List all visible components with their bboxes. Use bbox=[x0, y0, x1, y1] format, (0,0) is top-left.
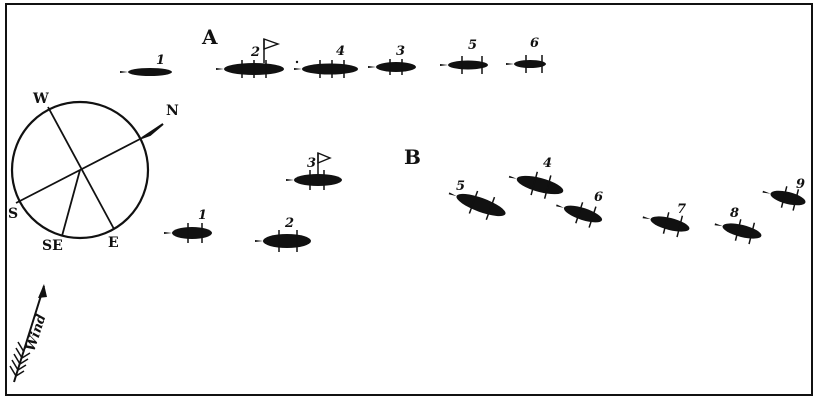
ship-b-9-number: 9 bbox=[796, 177, 805, 192]
compass-line-se bbox=[61, 169, 81, 237]
compass-label-w: W bbox=[32, 91, 49, 107]
fleet-b-label: B bbox=[404, 145, 421, 169]
ship-a-2-number: 2 bbox=[250, 45, 260, 60]
ship-b-3: 3 bbox=[286, 151, 342, 190]
wind-arrow-fletching-icon bbox=[9, 341, 31, 377]
ship-a-1-number: 1 bbox=[156, 53, 165, 68]
compass-circle bbox=[10, 100, 150, 240]
wind-label: Wind bbox=[24, 313, 50, 354]
wind-arrow: Wind bbox=[9, 284, 50, 383]
ship-a-3-number: 3 bbox=[396, 44, 405, 59]
compass-label-s: S bbox=[8, 206, 18, 222]
compass-label-e: E bbox=[108, 235, 119, 251]
north-arrow-icon bbox=[141, 123, 164, 139]
ship-b-6-number: 6 bbox=[594, 190, 603, 205]
ship-b-9 bbox=[762, 186, 806, 211]
ship-b-8 bbox=[714, 219, 762, 245]
ship-b-4 bbox=[508, 171, 564, 199]
ship-b-1-number: 1 bbox=[198, 208, 207, 223]
ship-a-4: 4 bbox=[294, 44, 358, 78]
dot-marker bbox=[295, 60, 299, 64]
ship-b-2: 2 bbox=[255, 216, 311, 252]
ship-b-7-number: 7 bbox=[677, 202, 686, 217]
compass-label-n: N bbox=[166, 103, 179, 119]
ship-a-3: 3 bbox=[368, 44, 416, 75]
ship-a-5-number: 5 bbox=[468, 38, 477, 53]
wind-arrow-shaft bbox=[13, 285, 45, 383]
ship-b-5-number: 5 bbox=[456, 179, 465, 194]
ship-a-6: 6 bbox=[506, 36, 546, 73]
ship-a-5: 5 bbox=[440, 38, 488, 74]
compass-rose: W N S SE E bbox=[8, 91, 179, 254]
compass-label-se: SE bbox=[42, 238, 63, 254]
ship-a-1: 1 bbox=[120, 53, 172, 76]
ship-b-3-number: 3 bbox=[307, 156, 316, 171]
ship-b-8-number: 8 bbox=[730, 206, 739, 221]
ship-a-4-number: 4 bbox=[336, 44, 345, 59]
fleet-a: 1 2 4 3 bbox=[120, 36, 546, 78]
ship-b-5 bbox=[448, 190, 506, 220]
ship-a-2: 2 bbox=[216, 38, 284, 78]
wind-arrowhead-icon bbox=[38, 284, 47, 298]
ship-b-1: 1 bbox=[164, 208, 212, 243]
fleet-b: 1 2 3 5 4 bbox=[164, 151, 806, 252]
fleet-a-label: A bbox=[201, 25, 218, 49]
ship-a-6-number: 6 bbox=[530, 36, 539, 51]
ship-b-6 bbox=[556, 202, 603, 228]
diagram-border bbox=[5, 3, 813, 396]
ship-b-2-number: 2 bbox=[284, 216, 294, 231]
compass-line-w-e bbox=[47, 106, 115, 230]
ship-b-4-number: 4 bbox=[543, 156, 552, 171]
ship-b-7 bbox=[642, 212, 690, 238]
